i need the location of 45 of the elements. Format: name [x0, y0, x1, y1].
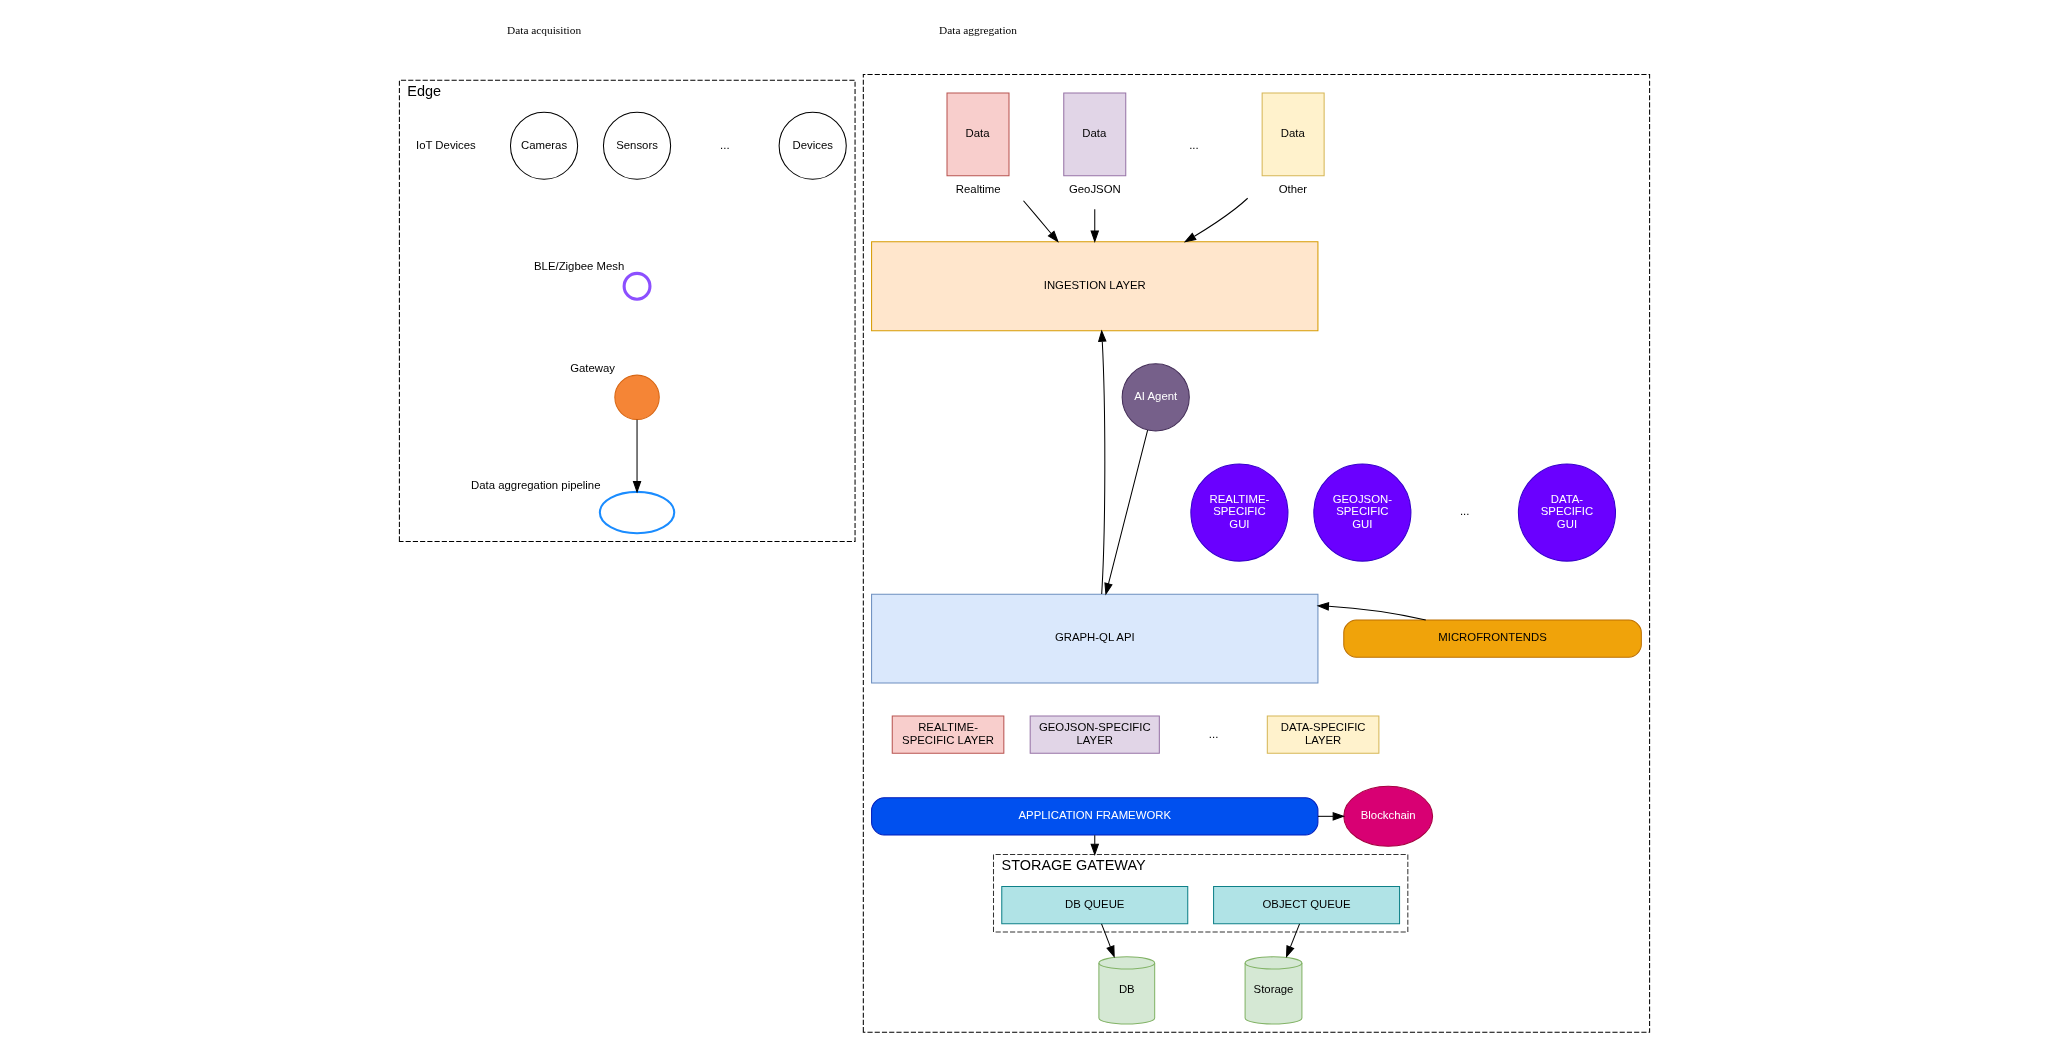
arrow — [1285, 923, 1300, 959]
arrow — [1022, 200, 1059, 243]
arrow — [1100, 923, 1115, 959]
node-box: INGESTION LAYER — [870, 241, 1318, 332]
node-box: GRAPH-QL API — [870, 593, 1318, 684]
label: ... — [719, 138, 730, 151]
node-box: GEOJSON-SPECIFIC LAYER — [1029, 715, 1160, 754]
label: ... — [1459, 505, 1469, 518]
node-circle: Sensors — [602, 111, 671, 180]
node-cloud — [598, 490, 675, 535]
arrow — [1103, 429, 1148, 596]
node-label: Other — [1278, 183, 1307, 196]
node-circle: GEOJSON-SPECIFIC GUI — [1312, 463, 1411, 562]
node-label: GeoJSON — [1068, 183, 1121, 196]
label: Data aggregation — [938, 23, 1017, 36]
node-box: DATA-SPECIFIC LAYER — [1266, 715, 1379, 754]
node-label: Realtime — [955, 183, 1001, 196]
arrow — [1089, 834, 1099, 857]
label: ... — [1188, 138, 1199, 151]
node-label: Gateway — [569, 361, 615, 374]
node-box: DB QUEUE — [1000, 886, 1188, 925]
node-ellipse: Blockchain — [1342, 785, 1433, 847]
node-circle: Cameras — [509, 111, 578, 180]
node-box: OBJECT QUEUE — [1212, 886, 1400, 925]
node-box: APPLICATION FRAMEWORK — [870, 797, 1318, 836]
arrow — [1089, 208, 1099, 243]
node-circle — [622, 271, 651, 301]
node-circle: DATA-SPECIFIC GUI — [1517, 463, 1616, 562]
arrow — [1316, 811, 1345, 821]
label: IoT Devices — [415, 138, 476, 151]
node-label: BLE/Zigbee Mesh — [533, 260, 624, 273]
node-circle: AI Agent — [1121, 363, 1190, 432]
cluster — [862, 73, 1650, 1033]
arrow — [632, 419, 641, 494]
label: ... — [1208, 727, 1218, 740]
node-box: MICROFRONTENDS — [1342, 619, 1642, 658]
node-box: REALTIME-SPECIFIC LAYER — [891, 715, 1004, 754]
arrow — [1316, 602, 1426, 621]
node-label: Data aggregation pipeline — [470, 478, 601, 491]
node-circle — [613, 374, 660, 421]
node-circle: Devices — [778, 111, 847, 180]
arrow — [1183, 197, 1248, 243]
label: Data acquisition — [506, 23, 581, 36]
node-circle: REALTIME-SPECIFIC GUI — [1189, 463, 1288, 562]
arrow — [1097, 329, 1107, 595]
